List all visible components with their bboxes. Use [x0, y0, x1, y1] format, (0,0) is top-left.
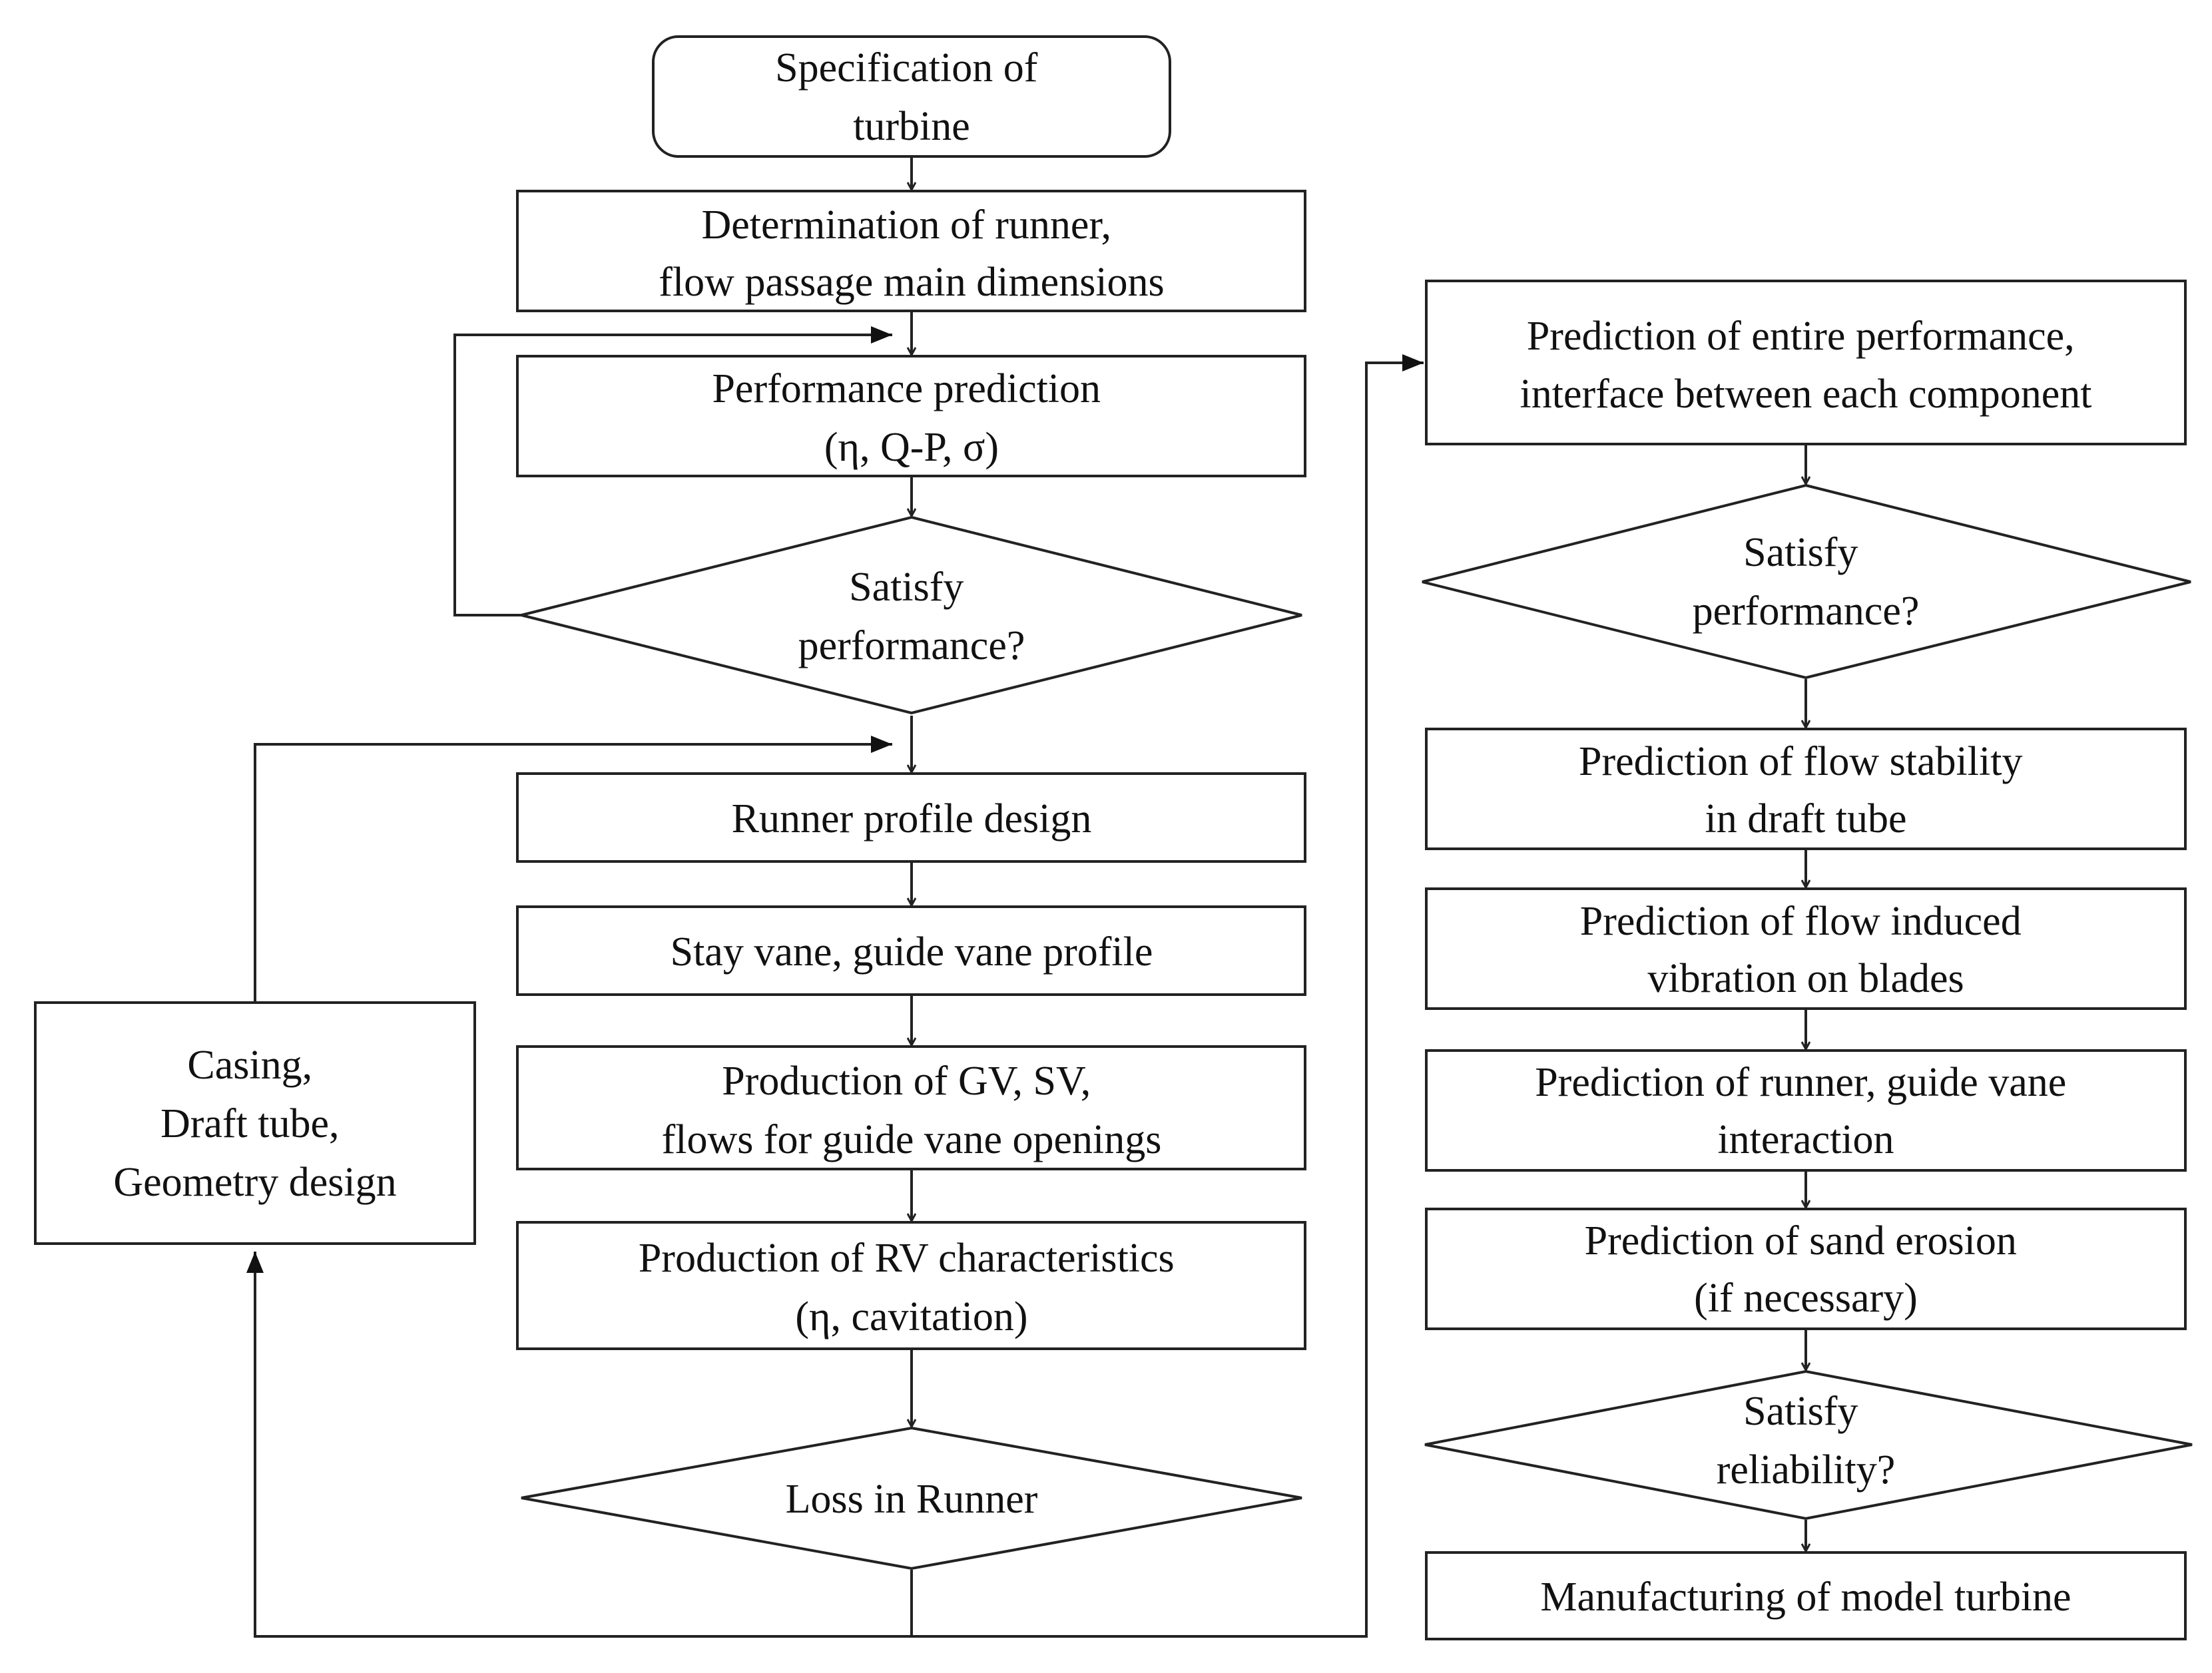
production-gv-box: [516, 1045, 1306, 1170]
spec-text: Specification of turbine: [775, 45, 1048, 149]
link-loss-to-entire-perf: [912, 354, 1424, 1638]
sand-erosion-text: Prediction of sand erosion (if necessary…: [1585, 1218, 2028, 1321]
runner-guide-interaction-text: Prediction of runner, guide vane interac…: [1535, 1060, 2077, 1162]
node-stay-vane: Stay vane, guide vane profile: [516, 905, 1306, 996]
node-satisfy-reliability: Satisfy reliability?: [1424, 1369, 2193, 1521]
node-loss-in-runner: Loss in Runner: [521, 1426, 1302, 1570]
connectors: [246, 156, 1806, 1638]
loop-casing-to-runner: [254, 736, 892, 1003]
production-gv-text: Production of GV, SV, flows for guide va…: [662, 1059, 1162, 1162]
performance-prediction-text: Performance prediction (η, Q-P, σ): [712, 366, 1111, 470]
node-determination: Determination of runner, flow passage ma…: [516, 190, 1306, 312]
flow-vibration-box: [1425, 887, 2187, 1010]
satisfy-reliability-text: Satisfy reliability?: [1717, 1389, 1896, 1493]
performance-prediction-box: [516, 355, 1306, 477]
entire-performance-box: [1425, 280, 2187, 445]
production-rv-text: Production of RV characteristics (η, cav…: [639, 1236, 1185, 1339]
node-sand-erosion: Prediction of sand erosion (if necessary…: [1425, 1208, 2187, 1330]
node-production-gv: Production of GV, SV, flows for guide va…: [516, 1045, 1306, 1170]
flow-vibration-text: Prediction of flow induced vibration on …: [1580, 899, 2032, 1001]
node-satisfy-performance-left: Satisfy performance?: [521, 515, 1302, 715]
satisfy-performance-right-text: Satisfy performance?: [1693, 530, 1920, 634]
production-rv-box: [516, 1221, 1306, 1350]
loop-loss-to-casing: [246, 1252, 913, 1638]
node-performance-prediction: Performance prediction (η, Q-P, σ): [516, 355, 1306, 477]
node-manufacturing: Manufacturing of model turbine: [1425, 1551, 2187, 1640]
node-satisfy-performance-right: Satisfy performance?: [1422, 483, 2191, 680]
satisfy-performance-left-text: Satisfy performance?: [798, 565, 1025, 668]
loss-in-runner-text: Loss in Runner: [786, 1477, 1038, 1522]
entire-performance-text: Prediction of entire performance, interf…: [1520, 314, 2092, 417]
casing-box: [34, 1001, 476, 1245]
manufacturing-box: [1425, 1551, 2187, 1640]
manufacturing-text: Manufacturing of model turbine: [1540, 1574, 2071, 1620]
node-flow-stability: Prediction of flow stability in draft tu…: [1425, 728, 2187, 850]
runner-profile-text: Runner profile design: [732, 796, 1092, 841]
node-casing: Casing, Draft tube, Geometry design: [34, 1001, 476, 1245]
spec-rounded-box: [652, 35, 1171, 158]
determination-text: Determination of runner, flow passage ma…: [659, 202, 1164, 305]
node-runner-guide-interaction: Prediction of runner, guide vane interac…: [1425, 1049, 2187, 1172]
loop-retry-performance: [453, 326, 892, 616]
stay-vane-text: Stay vane, guide vane profile: [671, 929, 1153, 975]
satisfy-performance-left-diamond: [521, 515, 1302, 715]
loss-in-runner-diamond: [521, 1426, 1302, 1570]
node-entire-performance: Prediction of entire performance, interf…: [1425, 280, 2187, 445]
casing-text: Casing, Draft tube, Geometry design: [113, 1043, 396, 1205]
flow-stability-text: Prediction of flow stability in draft tu…: [1579, 739, 2033, 841]
runner-profile-box: [516, 772, 1306, 863]
determination-box: [516, 190, 1306, 312]
satisfy-performance-right-diamond: [1422, 483, 2191, 680]
node-spec: Specification of turbine: [652, 35, 1171, 158]
stay-vane-box: [516, 905, 1306, 996]
flow-stability-box: [1425, 728, 2187, 850]
runner-guide-interaction-box: [1425, 1049, 2187, 1172]
sand-erosion-box: [1425, 1208, 2187, 1330]
satisfy-reliability-diamond: [1424, 1369, 2193, 1521]
node-flow-vibration: Prediction of flow induced vibration on …: [1425, 887, 2187, 1010]
node-runner-profile: Runner profile design: [516, 772, 1306, 863]
node-production-rv: Production of RV characteristics (η, cav…: [516, 1221, 1306, 1350]
